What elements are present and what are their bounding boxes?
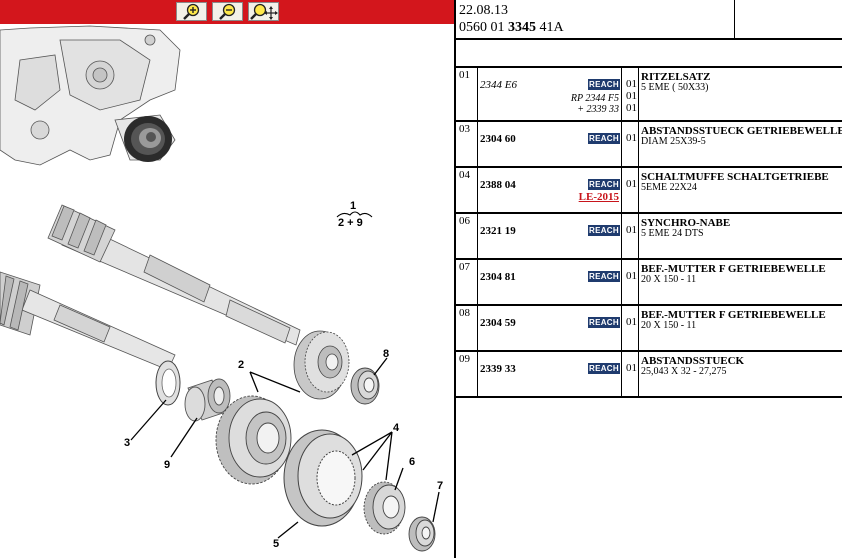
pinion-gear-lower-illustration: [215, 395, 292, 485]
zoom-in-button[interactable]: [176, 2, 207, 21]
part-row[interactable]: 09 2339 33 REACH 01 ABSTANDSSTUECK 25,04…: [456, 350, 842, 396]
part-reference[interactable]: 2304 60: [480, 133, 516, 145]
part-reference[interactable]: 2321 19: [480, 225, 516, 237]
shift-sleeve-illustration: [283, 429, 363, 527]
callout-3-label: 3: [124, 437, 130, 449]
spacer-ring-illustration: [155, 360, 181, 406]
part-quantity-3: 01: [626, 102, 637, 114]
part-description: 5 EME 24 DTS: [641, 228, 704, 239]
part-position: 09: [459, 353, 470, 365]
reach-badge[interactable]: REACH: [588, 317, 620, 328]
callout-1-sub-label: 2 + 9: [338, 217, 363, 229]
reach-badge[interactable]: REACH: [588, 363, 620, 374]
part-replacement-ref: RP 2344 F5: [570, 93, 619, 104]
diagram-toolbar: [0, 0, 454, 24]
part-row[interactable]: 04 2388 04 REACH 01 LE-2015 SCHALTMUFFE …: [456, 166, 842, 212]
header-date: 22.08.13: [459, 3, 508, 18]
callout-leader-lines: [130, 357, 440, 539]
callout-2-label: 2: [238, 359, 244, 371]
part-name: ABSTANDSSTUECK: [641, 355, 745, 367]
header-separator: [734, 0, 735, 39]
reach-badge[interactable]: REACH: [588, 179, 620, 190]
part-name: ABSTANDSSTUECK GETRIEBEWELLE: [641, 125, 842, 137]
part-replacement-ref-2: + 2339 33: [577, 104, 619, 115]
part-reference[interactable]: 2339 33: [480, 363, 516, 375]
part-name: RITZELSATZ: [641, 71, 711, 83]
part-row[interactable]: 06 2321 19 REACH 01 SYNCHRO-NABE 5 EME 2…: [456, 212, 842, 258]
nut-lower-illustration: [408, 516, 436, 552]
part-position: 03: [459, 123, 470, 135]
part-quantity: 01: [626, 178, 637, 190]
part-quantity: 01: [626, 132, 637, 144]
part-quantity-2: 01: [626, 90, 637, 102]
header-ref-prefix: 0560 01: [459, 20, 508, 35]
part-quantity: 01: [626, 224, 637, 236]
reach-badge[interactable]: REACH: [588, 271, 620, 282]
part-position: 01: [459, 69, 470, 81]
parts-pane: 22.08.13 0560 01 3345 41A 01 2344 E6 REA…: [456, 0, 842, 558]
part-reference[interactable]: 2304 59: [480, 317, 516, 329]
part-position: 06: [459, 215, 470, 227]
part-quantity: 01: [626, 78, 637, 90]
part-row[interactable]: 01 2344 E6 REACH 01 01 01 RP 2344 F5 + 2…: [456, 66, 842, 120]
part-reference[interactable]: 2388 04: [480, 179, 516, 191]
part-description: 20 X 150 - 11: [641, 320, 697, 331]
part-description: 20 X 150 - 11: [641, 274, 697, 285]
header-reference: 0560 01 3345 41A: [459, 20, 564, 36]
callout-5-label: 5: [273, 538, 279, 550]
document-header: 22.08.13 0560 01 3345 41A: [456, 0, 842, 40]
synchro-hub-illustration: [363, 481, 406, 535]
le-2015-link[interactable]: LE-2015: [578, 191, 619, 203]
part-description: DIAM 25X39-5: [641, 136, 706, 147]
zoom-in-icon: [182, 3, 199, 20]
part-reference[interactable]: 2344 E6: [480, 79, 517, 91]
zoom-fit-button[interactable]: [248, 2, 279, 21]
part-row[interactable]: 07 2304 81 REACH 01 BEF.-MUTTER F GETRIE…: [456, 258, 842, 304]
spacer-sleeve-illustration: [184, 378, 231, 422]
zoom-pan-icon: [249, 3, 278, 20]
part-name: BEF.-MUTTER F GETRIEBEWELLE: [641, 263, 826, 275]
callout-4-label: 4: [393, 422, 400, 434]
callout-6-label: 6: [409, 456, 415, 468]
part-name: SCHALTMUFFE SCHALTGETRIEBE: [641, 171, 829, 183]
part-position: 07: [459, 261, 470, 273]
part-description: 5EME 22X24: [641, 182, 697, 193]
part-position: 08: [459, 307, 470, 319]
part-reference[interactable]: 2304 81: [480, 271, 516, 283]
part-row[interactable]: 03 2304 60 REACH 01 ABSTANDSSTUECK GETRI…: [456, 120, 842, 166]
callout-7-label: 7: [437, 480, 443, 492]
part-quantity: 01: [626, 362, 637, 374]
part-name: SYNCHRO-NABE: [641, 217, 731, 229]
callout-9-label: 9: [164, 459, 170, 471]
part-quantity: 01: [626, 270, 637, 282]
part-quantity: 01: [626, 316, 637, 328]
parts-table: 01 2344 E6 REACH 01 01 01 RP 2344 F5 + 2…: [456, 66, 842, 398]
output-shaft-illustration: [0, 271, 176, 371]
callout-8-label: 8: [383, 348, 389, 360]
part-row[interactable]: 08 2304 59 REACH 01 BEF.-MUTTER F GETRIE…: [456, 304, 842, 350]
reach-badge[interactable]: REACH: [588, 79, 620, 90]
part-description: 5 EME ( 50X33): [641, 82, 709, 93]
zoom-out-button[interactable]: [212, 2, 243, 21]
part-name: BEF.-MUTTER F GETRIEBEWELLE: [641, 309, 826, 321]
callout-1-brace: [336, 211, 373, 218]
reach-badge[interactable]: REACH: [588, 133, 620, 144]
part-description: 25,043 X 32 - 27,275: [641, 366, 727, 377]
callout-1-label: 1: [350, 200, 356, 212]
diagram-pane: 1 2 + 9 2 3 4 5 6 7 8 9: [0, 0, 456, 558]
input-shaft-illustration: [47, 204, 301, 346]
exploded-parts-diagram: 1 2 + 9 2 3 4 5 6 7 8 9: [0, 25, 443, 552]
gearbox-bearing-illustration: [124, 116, 172, 162]
parts-table-bottom-border: [456, 396, 842, 398]
reach-badge[interactable]: REACH: [588, 225, 620, 236]
part-position: 04: [459, 169, 470, 181]
pinion-gear-upper-illustration: [293, 330, 350, 400]
header-ref-suffix: 41A: [536, 20, 564, 35]
header-ref-bold: 3345: [508, 20, 536, 35]
gearbox-housing-illustration: [0, 25, 181, 166]
nut-upper-illustration: [350, 367, 380, 405]
zoom-out-icon: [218, 3, 235, 20]
